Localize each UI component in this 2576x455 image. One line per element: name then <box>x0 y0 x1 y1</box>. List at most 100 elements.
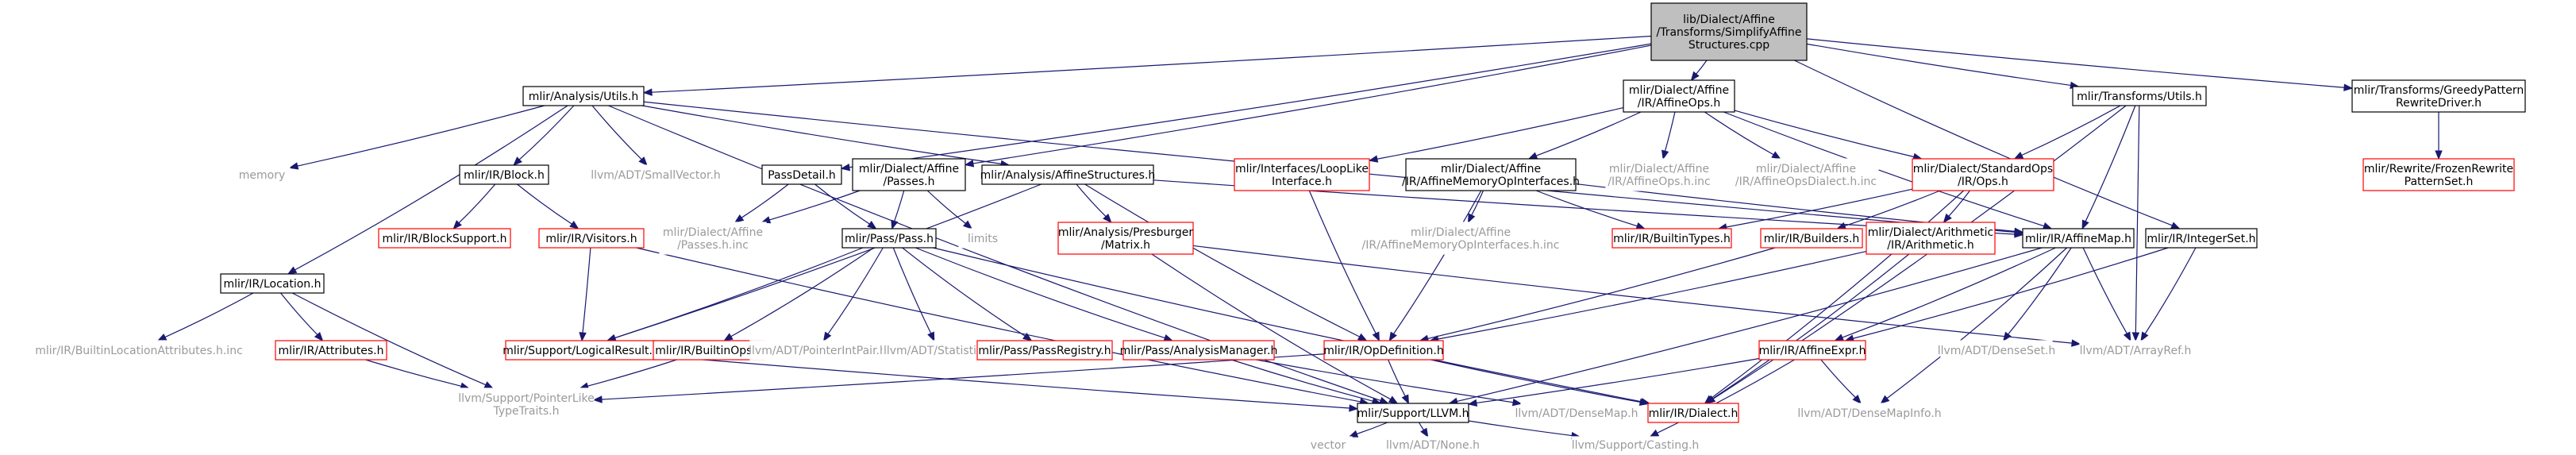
edge-line <box>1704 111 1774 156</box>
node-affine-memop[interactable]: mlir/Dialect/Affine/IR/AffineMemoryOpInt… <box>1402 158 1580 191</box>
node-llvm-h[interactable]: mlir/Support/LLVM.h <box>1357 403 1469 423</box>
edge-line <box>814 183 870 225</box>
edge-line <box>1794 60 2173 226</box>
edge-arrowhead <box>1467 213 1476 224</box>
node-location[interactable]: mlir/IR/Location.h <box>220 273 325 294</box>
node-label-line: mlir/Analysis/AffineStructures.h <box>980 169 1156 182</box>
edge-arrowhead <box>569 220 580 229</box>
node-passdetail[interactable]: PassDetail.h <box>761 164 842 185</box>
edge-line <box>741 183 789 218</box>
node-builtintypes[interactable]: mlir/IR/BuiltinTypes.h <box>1611 228 1732 249</box>
edge-llvm-h-to-casting <box>1468 420 1581 440</box>
node-builtinops[interactable]: mlir/IR/BuiltinOps.h <box>653 340 765 361</box>
edge-arith-to-dialect <box>1705 253 1910 404</box>
edge-arrowhead <box>1103 214 1112 223</box>
node-opdefinition[interactable]: mlir/IR/OpDefinition.h <box>1323 340 1444 361</box>
node-affine-ops[interactable]: mlir/Dialect/Affine/IR/AffineOps.h <box>1623 79 1735 113</box>
node-analysis-utils[interactable]: mlir/Analysis/Utils.h <box>522 86 645 106</box>
node-affine-passes[interactable]: mlir/Dialect/Affine/Passes.h <box>852 158 966 191</box>
edge-line <box>591 105 642 160</box>
node-affinemap[interactable]: mlir/IR/AffineMap.h <box>2022 228 2135 249</box>
node-limits: limits <box>958 228 1007 249</box>
node-label-line: mlir/Dialect/Affine <box>663 226 763 239</box>
node-standardops[interactable]: mlir/Dialect/StandardOps/IR/Ops.h <box>1912 158 2054 191</box>
edge-affineexpr-to-llvm-h <box>1467 357 1760 407</box>
node-box <box>1520 403 1633 423</box>
edge-affine-ops-to-affineops-h-inc <box>1662 111 1676 160</box>
edge-builders-to-opdefinition <box>1419 247 1776 342</box>
node-smallvector: llvm/ADT/SmallVector.h <box>591 164 721 185</box>
node-builders[interactable]: mlir/IR/Builders.h <box>1760 228 1863 249</box>
node-greedy[interactable]: mlir/Transforms/GreedyPatternRewriteDriv… <box>2351 79 2526 113</box>
node-attributes[interactable]: mlir/IR/Attributes.h <box>275 340 387 361</box>
node-label-line: memory <box>239 169 286 182</box>
node-logicalresult[interactable]: mlir/Support/LogicalResult.h <box>502 340 660 361</box>
edge-line <box>1356 422 1388 435</box>
node-label-line: mlir/Rewrite/FrozenRewrite <box>2364 163 2513 175</box>
edge-arrowhead <box>1834 334 1845 341</box>
edge-line <box>1712 253 1910 399</box>
edge-affinemap-to-affineexpr <box>1834 247 2056 341</box>
node-box <box>841 228 937 249</box>
edge-arrowhead <box>483 381 495 389</box>
node-box <box>1760 228 1863 249</box>
node-label-line: mlir/Dialect/StandardOps <box>1913 163 2053 175</box>
node-label-line: mlir/IR/Location.h <box>224 278 322 291</box>
edge-arrowhead <box>1635 222 1646 229</box>
node-integerset[interactable]: mlir/IR/IntegerSet.h <box>2145 228 2258 249</box>
edge-line <box>1430 359 1641 403</box>
node-box <box>1611 228 1732 249</box>
node-box <box>591 164 720 185</box>
node-box <box>378 228 511 249</box>
edge-arrowhead <box>1349 404 1359 412</box>
edge-llvm-h-to-none <box>1418 422 1429 438</box>
edge-line <box>1820 359 1856 399</box>
edge-line <box>1457 247 2043 403</box>
node-blocksupport[interactable]: mlir/IR/BlockSupport.h <box>378 228 511 249</box>
edge-line <box>1471 190 1484 216</box>
edge-line <box>280 292 318 335</box>
edge-arrowhead <box>1880 395 1890 404</box>
edge-affinemap-to-denseset <box>2002 247 2072 342</box>
edge-arrowhead <box>1852 395 1862 404</box>
node-label-line: mlir/IR/BlockSupport.h <box>383 233 507 245</box>
node-affineexpr[interactable]: mlir/IR/AffineExpr.h <box>1758 340 1866 361</box>
node-root[interactable]: lib/Dialect/Affine/Transforms/SimplifyAf… <box>1650 2 1808 61</box>
node-passregistry[interactable]: mlir/Pass/PassRegistry.h <box>976 340 1113 361</box>
node-label-line: llvm/ADT/SmallVector.h <box>591 169 721 182</box>
edge-line <box>926 190 966 224</box>
node-transforms-utils[interactable]: mlir/Transforms/Utils.h <box>2072 86 2207 106</box>
edge-line <box>2008 247 2072 335</box>
node-label-line: /Passes.h <box>884 175 935 188</box>
edge-arrowhead <box>1690 71 1700 82</box>
node-label-line: mlir/Dialect/Affine <box>1609 163 1709 175</box>
node-visitors[interactable]: mlir/IR/Visitors.h <box>538 228 645 249</box>
edge-arrowhead <box>1467 399 1478 407</box>
node-box <box>1912 158 2054 191</box>
node-affine-structures[interactable]: mlir/Analysis/AffineStructures.h <box>980 164 1156 185</box>
node-dialect[interactable]: mlir/IR/Dialect.h <box>1647 403 1739 423</box>
node-label-line: llvm/Support/PointerLike <box>458 392 595 405</box>
edge-analysis-utils-to-block <box>513 105 575 166</box>
edge-analysismanager-to-densemap <box>1256 359 1523 407</box>
edge-transforms-utils-to-affinemap <box>2081 105 2136 230</box>
edge-arrowhead <box>867 220 877 229</box>
node-block[interactable]: mlir/IR/Block.h <box>459 164 549 185</box>
node-arith[interactable]: mlir/Dialect/Arithmetic/IR/Arithmetic.h <box>1866 222 1996 255</box>
edge-line <box>972 44 1652 164</box>
node-presburger[interactable]: mlir/Analysis/Presburger/Matrix.h <box>1057 222 1194 255</box>
node-box <box>852 158 966 191</box>
edge-line <box>1076 183 1107 218</box>
node-box <box>1323 340 1444 361</box>
edge-arrowhead <box>2123 331 2131 342</box>
node-box <box>1405 158 1577 191</box>
node-label-line: PassDetail.h <box>768 169 836 182</box>
node-label-line: mlir/Dialect/Affine <box>859 163 959 175</box>
node-label-line: /IR/AffineOpsDialect.h.inc <box>1735 175 1877 188</box>
edge-affineexpr-to-casting <box>1649 359 1795 438</box>
node-analysismanager[interactable]: mlir/Pass/AnalysisManager.h <box>1120 340 1278 361</box>
node-pass[interactable]: mlir/Pass/Pass.h <box>841 228 937 249</box>
